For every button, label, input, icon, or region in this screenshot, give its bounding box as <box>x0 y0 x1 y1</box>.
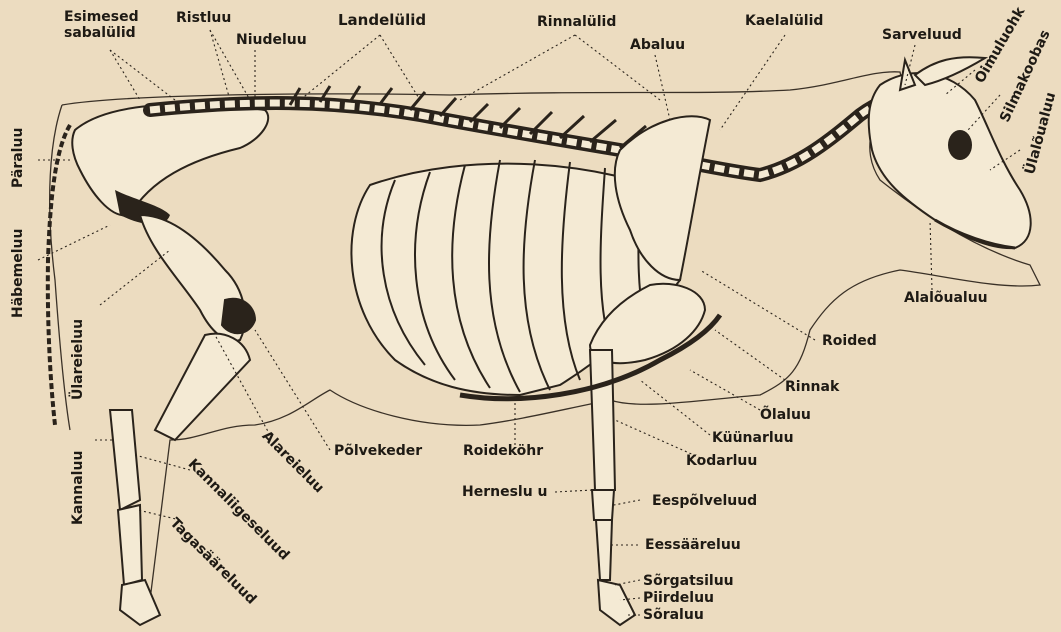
label-abaluu: Abaluu <box>630 37 685 53</box>
label-habemeluu: Häbemeluu <box>10 229 26 319</box>
label-roidekohr: Roideköhr <box>463 443 543 459</box>
label-roided: Roided <box>822 333 877 349</box>
label-ulareieluu: Ülareieluu <box>70 319 86 400</box>
label-sarveluud: Sarveluud <box>882 27 962 43</box>
hind-leg-bones <box>110 215 255 625</box>
label-sorgatsiluu: Sõrgatsiluu <box>643 573 734 589</box>
label-hernesluu: Herneslu u <box>462 484 548 500</box>
label-ristluu: Ristluu <box>176 10 231 26</box>
label-eespolveluud: Eespõlveluud <box>652 493 757 509</box>
label-soraluu: Sõraluu <box>643 607 704 623</box>
label-niudeluu: Niudeluu <box>236 32 307 48</box>
label-kaelalulid: Kaelalülid <box>745 13 823 29</box>
label-paraluu: Päraluu <box>10 128 26 188</box>
label-esimesed-sabalulid: Esimesed sabalülid <box>64 9 139 41</box>
label-piirdeluu: Piirdeluu <box>643 590 714 606</box>
skull-bone <box>869 57 1031 248</box>
label-kannaluu: Kannaluu <box>70 451 86 525</box>
label-kodarluu: Kodarluu <box>686 453 757 469</box>
label-olaluu: Õlaluu <box>760 407 811 423</box>
vertebral-column <box>150 86 915 175</box>
pelvis-bone <box>72 104 268 224</box>
label-alaloualuu: Alalõualuu <box>904 290 988 306</box>
label-rinnak: Rinnak <box>785 379 839 395</box>
label-polvekeder: Põlvekeder <box>334 443 422 459</box>
label-landelulid: Landelülid <box>338 12 426 29</box>
label-eessaareluu: Eessääreluu <box>645 537 741 553</box>
label-rinnalulid: Rinnalülid <box>537 14 616 30</box>
label-kuunarluu: Küünarluu <box>712 430 794 446</box>
